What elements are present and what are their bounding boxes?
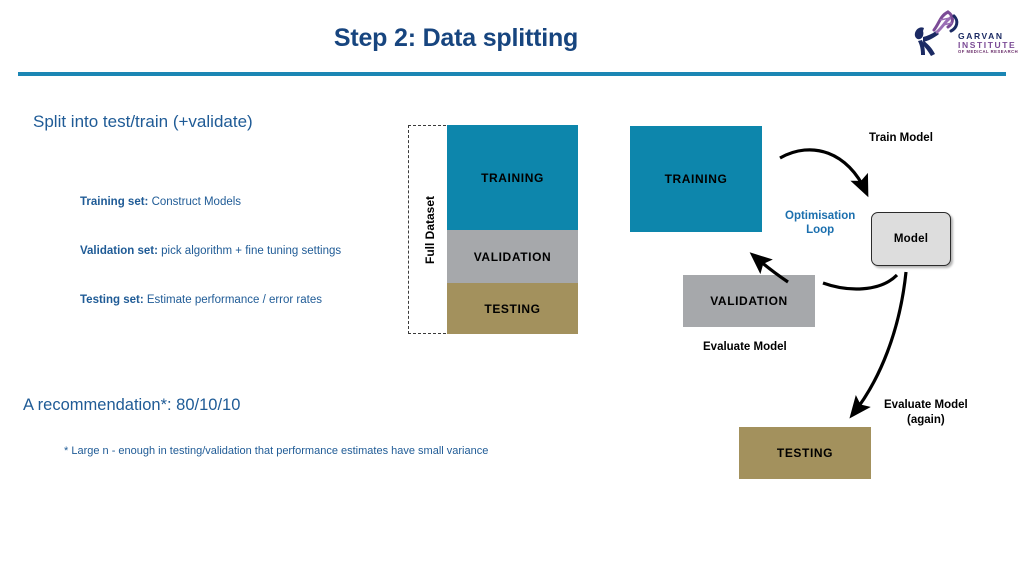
optimisation-loop-line1: Optimisation [785, 210, 856, 222]
garvan-institute-logo: GARVAN INSTITUTE OF MEDICAL RESEARCH [910, 10, 1018, 68]
flow-box-validation: VALIDATION [683, 275, 815, 327]
arrow-model-to-testing [849, 271, 908, 419]
arrow-model-to-validation [822, 273, 899, 291]
split-segment-testing: TESTING [447, 283, 578, 334]
logo-line-subtitle: OF MEDICAL RESEARCH [958, 49, 1019, 55]
full-dataset-label: Full Dataset [408, 125, 451, 334]
bullet-testing-label: Testing set: [80, 294, 144, 306]
flow-box-model: Model [871, 212, 951, 266]
flow-box-testing: TESTING [739, 427, 871, 479]
arrow-training-to-model [779, 148, 869, 198]
full-dataset-label-text: Full Dataset [422, 195, 437, 264]
garvan-dna-figure-icon [914, 10, 959, 56]
bullet-training-text: Construct Models [148, 196, 242, 208]
footnote-text: * Large n - enough in testing/validation… [64, 445, 489, 457]
logo-wordmark: GARVAN INSTITUTE OF MEDICAL RESEARCH [958, 32, 1020, 55]
recommendation-text: A recommendation*: 80/10/10 [23, 396, 241, 414]
split-segment-validation: VALIDATION [447, 230, 578, 283]
flow-label-evaluate-again-line1: Evaluate Model [884, 399, 968, 411]
flow-label-evaluate-model: Evaluate Model [703, 341, 787, 353]
bullet-validation-set: Validation set: pick algorithm + fine tu… [80, 245, 341, 257]
bullet-validation-text: pick algorithm + fine tuning settings [157, 245, 342, 257]
flow-label-train-model: Train Model [869, 132, 933, 144]
section-heading-split: Split into test/train (+validate) [33, 112, 253, 131]
flow-label-evaluate-model-again: Evaluate Model (again) [884, 398, 968, 428]
title-divider [18, 72, 1006, 76]
flow-label-evaluate-again-line2: (again) [907, 413, 945, 426]
flow-box-training: TRAINING [630, 126, 762, 232]
flow-label-optimisation-loop: Optimisation Loop [785, 209, 855, 238]
logo-line-garvan: GARVAN [958, 31, 1004, 41]
bullet-testing-set: Testing set: Estimate performance / erro… [80, 294, 322, 306]
split-segment-training: TRAINING [447, 125, 578, 230]
bullet-training-set: Training set: Construct Models [80, 196, 241, 208]
bullet-training-label: Training set: [80, 196, 149, 208]
page-title: Step 2: Data splitting [333, 24, 579, 52]
split-stack: TRAINING VALIDATION TESTING [447, 125, 578, 334]
logo-line-institute: INSTITUTE [958, 39, 1017, 50]
bullet-testing-text: Estimate performance / error rates [143, 294, 322, 306]
optimisation-loop-line2: Loop [806, 224, 835, 237]
bullet-validation-label: Validation set: [80, 245, 158, 257]
